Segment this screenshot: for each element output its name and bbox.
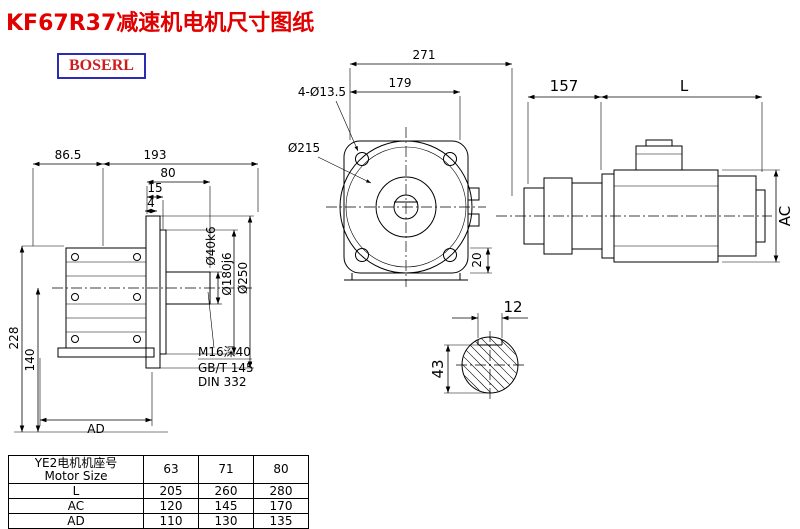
flange-circle — [339, 140, 473, 274]
table-row: AD 110 130 135 — [8, 513, 309, 529]
cell: 170 — [253, 498, 309, 514]
dim-spigot-dia: Ø180j6 — [220, 252, 234, 295]
cell: 120 — [143, 498, 199, 514]
dim-L: L — [680, 77, 689, 95]
motor-size-table: YE2电机机座号 Motor Size 63 71 80 L 205 260 2… — [8, 455, 309, 529]
dim-86-5: 86.5 — [55, 148, 82, 162]
cell: 205 — [143, 483, 199, 499]
size-col-80: 80 — [253, 455, 309, 484]
mounting-base — [57, 347, 155, 358]
bolt-hole — [443, 248, 457, 262]
cell: 280 — [253, 483, 309, 499]
dim-43: 43 — [429, 359, 447, 378]
dim-193: 193 — [144, 148, 167, 162]
bolt-hole — [355, 248, 369, 262]
motor-view: 157 L AC — [496, 77, 794, 263]
dim-4: 4 — [147, 196, 155, 210]
output-flange — [145, 215, 161, 369]
dim-228: 228 — [7, 327, 21, 350]
size-col-63: 63 — [143, 455, 199, 484]
table-row: L 205 260 280 — [8, 483, 309, 499]
cell: 145 — [198, 498, 254, 514]
dim-AC: AC — [776, 206, 794, 226]
cell: 260 — [198, 483, 254, 499]
dim-20: 20 — [470, 252, 484, 267]
dim-12: 12 — [503, 298, 522, 316]
page-title: KF67R37减速机电机尺寸图纸 — [6, 11, 315, 36]
bolt-hole — [443, 152, 457, 166]
row-label-AD: AD — [8, 513, 144, 529]
bolt-hole — [355, 152, 369, 166]
table-row: AC 120 145 170 — [8, 498, 309, 514]
table-header-en: Motor Size — [44, 468, 108, 483]
dim-bolt-holes: 4-Ø13.5 — [298, 85, 346, 99]
table-header-cn: YE2电机机座号 — [34, 455, 118, 470]
note-gb: GB/T 145 — [198, 361, 254, 375]
flange-spigot — [159, 229, 167, 355]
terminal-box — [635, 145, 683, 171]
input-bore — [393, 194, 419, 220]
output-shaft — [165, 271, 211, 305]
cell: 130 — [198, 513, 254, 529]
table-header-motor-size: YE2电机机座号 Motor Size — [8, 455, 144, 484]
shaft-end-view: 12 43 — [429, 298, 528, 399]
dim-179: 179 — [389, 76, 412, 90]
row-label-AC: AC — [8, 498, 144, 514]
side-view: 86.5 193 80 15 4 228 140 AD — [7, 148, 259, 436]
dim-AD: AD — [87, 422, 104, 436]
dim-15: 15 — [147, 181, 162, 195]
row-label-L: L — [8, 483, 144, 499]
boserl-logo: BOSERL — [57, 53, 146, 79]
size-col-71: 71 — [198, 455, 254, 484]
dim-flange-dia: Ø215 — [288, 141, 320, 155]
dim-271: 271 — [413, 48, 436, 62]
dim-flange-od: Ø250 — [236, 262, 250, 294]
dim-157: 157 — [550, 77, 579, 95]
note-din: DIN 332 — [198, 375, 246, 389]
cell: 110 — [143, 513, 199, 529]
dim-80: 80 — [160, 166, 175, 180]
front-view: 271 179 4-Ø13.5 Ø215 20 — [288, 48, 513, 287]
dim-140: 140 — [23, 349, 37, 372]
dim-shaft-dia: Ø40k6 — [204, 226, 218, 265]
note-thread: M16深40 — [198, 345, 251, 359]
cell: 135 — [253, 513, 309, 529]
